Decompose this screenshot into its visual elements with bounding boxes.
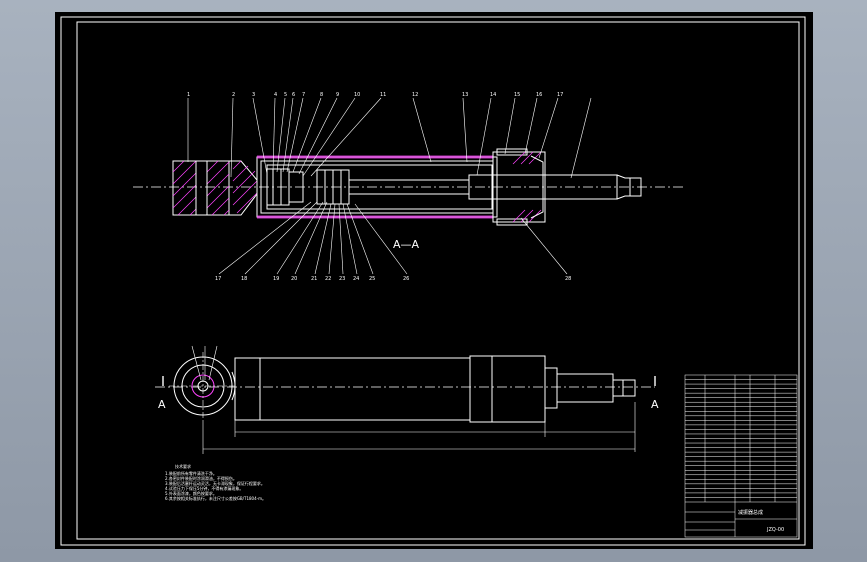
balloon-bottom-2: 18 — [241, 276, 247, 282]
note-1: 1.装配前所有零件清洗干净。 — [165, 470, 217, 476]
drawing-code: JZQ-00 — [766, 527, 784, 533]
view-label-left: A — [158, 398, 166, 411]
balloon-top-6: 6 — [292, 92, 295, 98]
balloon-bottom-8: 24 — [353, 276, 359, 282]
balloon-top-1: 1 — [187, 92, 190, 98]
rod-end — [616, 174, 642, 200]
rod-exterior — [556, 373, 614, 403]
inner-border — [76, 21, 800, 540]
eye-bushing-hatch — [172, 160, 230, 216]
note-5: 5.外表面涂漆，颜色按要求。 — [165, 490, 217, 496]
balloon-bottom-5: 21 — [311, 276, 317, 282]
end-cap-hatch — [232, 160, 258, 214]
balloon-top-11: 11 — [380, 92, 386, 98]
exterior-view — [155, 345, 656, 454]
balloon-top-13: 13 — [462, 92, 468, 98]
balloon-top-5: 5 — [284, 92, 287, 98]
balloon-top-4: 4 — [274, 92, 277, 98]
guide-hatch — [512, 151, 542, 223]
balloon-top-7: 7 — [302, 92, 305, 98]
balloon-top-17: 17 — [557, 92, 563, 98]
balloon-top-15: 15 — [514, 92, 520, 98]
drawing-canvas: 1234567891011121314151617171819202122232… — [60, 16, 806, 546]
balloon-top-3: 3 — [252, 92, 255, 98]
notes-title: 技术要求 — [175, 463, 191, 469]
leaders-top — [187, 97, 592, 179]
note-2: 2.各密封件装配时涂润滑油，不得损伤。 — [165, 475, 237, 481]
balloon-bottom-7: 23 — [339, 276, 345, 282]
balloon-top-2: 2 — [232, 92, 235, 98]
leaders-bottom — [218, 201, 568, 275]
note-6: 6.其余按相关标准执行，未注尺寸公差按GB/T1804-m。 — [165, 495, 266, 501]
body-head — [469, 355, 546, 423]
balloon-top-8: 8 — [320, 92, 323, 98]
body-outer — [234, 357, 471, 421]
eye-bushing — [172, 160, 230, 216]
view-label-right: A — [651, 398, 659, 411]
drawing-name: 减振器总成 — [738, 509, 763, 516]
balloon-bottom-right: 28 — [565, 276, 571, 282]
balloon-bottom-6: 22 — [325, 276, 331, 282]
balloon-top-10: 10 — [354, 92, 360, 98]
balloon-bottom-10: 26 — [403, 276, 409, 282]
balloon-top-14: 14 — [490, 92, 496, 98]
balloon-bottom-1: 17 — [215, 276, 221, 282]
section-label: A—A — [393, 238, 420, 251]
parts-list-table — [684, 374, 798, 538]
guide-head — [492, 151, 546, 223]
outer-border — [60, 16, 806, 546]
balloon-bottom-4: 20 — [291, 276, 297, 282]
technical-notes: 技术要求 1.装配前所有零件清洗干净。 2.各密封件装配时涂润滑油，不得损伤。 … — [165, 463, 266, 501]
balloon-bottom-9: 25 — [369, 276, 375, 282]
section-view — [133, 97, 683, 275]
note-4: 4.试验压力下保压5分钟，不得有渗漏现象。 — [165, 485, 243, 491]
note-3: 3.装配后活塞杆运动灵活，无卡滞现象，保证行程要求。 — [165, 480, 265, 486]
dimension-lines — [202, 402, 636, 454]
balloon-top-9: 9 — [336, 92, 339, 98]
balloon-bottom-3: 19 — [273, 276, 279, 282]
balloon-top-16: 16 — [536, 92, 542, 98]
balloon-top-12: 12 — [412, 92, 418, 98]
